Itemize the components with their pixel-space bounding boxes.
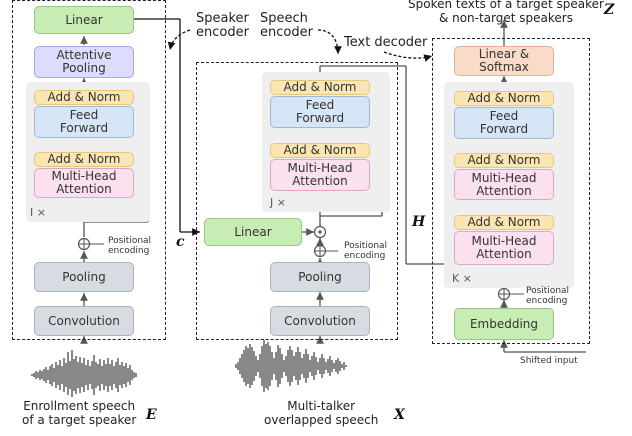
decoder-self-attention-block: Multi-Head Attention [454,231,554,265]
speech-add-norm-top: Add & Norm [270,80,370,95]
speech-convolution-block: Convolution [270,306,370,336]
text-decoder-frame [432,38,590,344]
speaker-convolution-block: Convolution [34,306,134,336]
speech-feed-forward-block: Feed Forward [270,96,370,128]
speaker-positional-encoding-label: Positional encoding [108,236,152,256]
speech-pooling-block: Pooling [270,262,370,292]
speaker-add-norm-top: Add & Norm [34,90,134,105]
enrollment-speech-caption: Enrollment speech of a target speaker [22,399,137,427]
speaker-repeat-label: I × [30,206,46,219]
speaker-encoder-title: Speaker encoder [196,11,249,40]
decoder-add-norm-3: Add & Norm [454,215,554,230]
shifted-input-label: Shifted input [520,356,578,366]
speaker-embedding-symbol: c [176,234,185,250]
speech-encoder-title: Speech encoder [260,11,313,40]
enrollment-symbol: E [146,407,157,423]
overlapped-speech-caption: Multi-talker overlapped speech [264,399,379,427]
decoder-positional-encoding-label: Positional encoding [526,286,570,306]
decoder-output-symbol: Z [604,2,615,18]
speech-add-norm-bottom: Add & Norm [270,143,370,158]
enrollment-waveform [31,350,137,397]
speaker-encoder-frame [12,0,166,340]
embedding-block: Embedding [454,308,554,340]
speaker-pooling-block: Pooling [34,262,134,292]
speech-repeat-label: J × [270,196,286,209]
decoder-repeat-label: K × [452,272,472,285]
speaker-feed-forward-block: Feed Forward [34,106,134,138]
speech-linear-block: Linear [204,218,302,246]
speech-positional-encoding-label: Positional encoding [344,241,388,261]
speaker-multi-head-attention-block: Multi-Head Attention [34,168,134,198]
decoder-cross-attention-block: Multi-Head Attention [454,169,554,200]
decoder-add-norm-1: Add & Norm [454,91,554,106]
decoder-output-caption: Spoken texts of a target speaker & non-t… [408,0,604,25]
linear-softmax-block: Linear & Softmax [454,46,554,76]
encoder-output-symbol: H [412,214,426,230]
speech-multi-head-attention-block: Multi-Head Attention [270,159,370,191]
speech-encoder-frame [196,62,398,340]
overlapped-waveform [235,340,347,392]
decoder-add-norm-2: Add & Norm [454,153,554,168]
speaker-add-norm-bottom: Add & Norm [34,152,134,167]
text-decoder-title: Text decoder [344,35,428,50]
overlapped-speech-symbol: X [394,407,405,423]
speaker-linear-block: Linear [34,6,134,34]
attentive-pooling-block: Attentive Pooling [34,46,134,78]
decoder-feed-forward-block: Feed Forward [454,107,554,139]
